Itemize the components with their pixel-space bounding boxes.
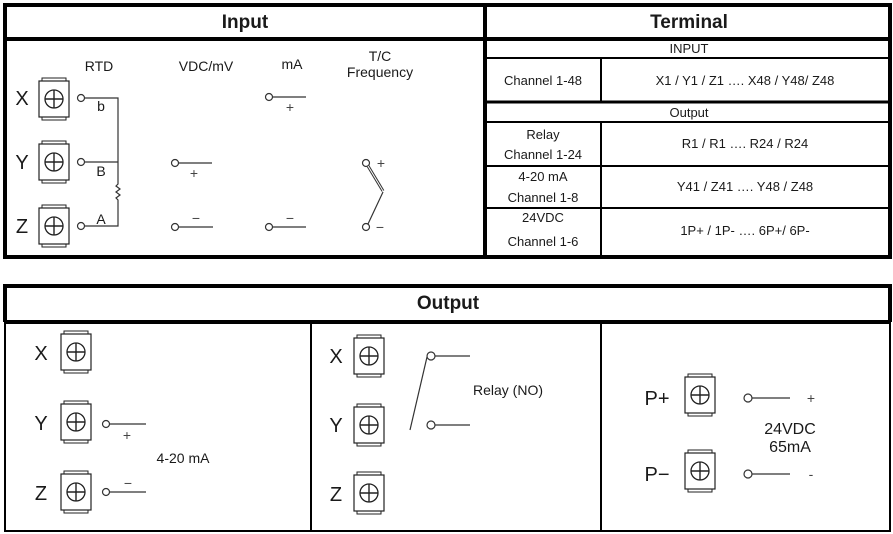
resistor-icon xyxy=(85,162,121,227)
plus-sign: + xyxy=(286,99,294,115)
terminal-block-icon xyxy=(60,400,92,444)
terminal-x-label: X xyxy=(329,346,342,368)
terminal-p-plus-label: P+ xyxy=(644,388,669,410)
terminal-panel-title: Terminal xyxy=(650,12,728,33)
terminal-z-label: Z xyxy=(16,216,28,238)
rtd-wire-B-label: B xyxy=(96,163,105,179)
power-voltage-label: 24VDC xyxy=(764,421,816,438)
ma-output-channel-range: Channel 1-8 xyxy=(508,190,579,205)
power-current-label: 65mA xyxy=(769,439,811,456)
frequency-column-label: Frequency xyxy=(347,64,413,80)
terminal-block-icon xyxy=(353,471,385,515)
terminal-x-label: X xyxy=(34,343,47,365)
relay-output-panel: X Y Z Relay (NO) xyxy=(329,334,543,515)
terminal-block-icon xyxy=(684,449,716,493)
relay-channel-range: Channel 1-24 xyxy=(504,147,582,162)
terminal-z-label: Z xyxy=(330,484,342,506)
vdc-channel-range: Channel 1-6 xyxy=(508,234,579,249)
vdc-mv-wiring xyxy=(170,158,213,232)
minus-sign: − xyxy=(124,475,132,491)
power-output-panel: P+ P− + - 24VDC 65mA xyxy=(644,373,816,493)
terminal-x-label: X xyxy=(15,88,28,110)
relay-terminals: R1 / R1 …. R24 / R24 xyxy=(682,136,808,151)
output-panel-title: Output xyxy=(417,293,480,314)
plus-sign: + xyxy=(377,155,385,171)
relay-contact-icon xyxy=(409,351,470,431)
ma-output-terminals: Y41 / Z41 …. Y48 / Z48 xyxy=(677,179,813,194)
terminal-row-24vdc: 24VDC Channel 1-6 1P+ / 1P- …. 6P+/ 6P- xyxy=(508,210,810,249)
terminal-block-icon xyxy=(60,330,92,374)
minus-sign: - xyxy=(809,466,814,482)
relay-output-label: Relay (NO) xyxy=(473,382,543,398)
terminal-z-label: Z xyxy=(35,483,47,505)
analog-output-label: 4-20 mA xyxy=(157,450,211,466)
minus-sign: − xyxy=(376,219,384,235)
vdc-mv-column-label: VDC/mV xyxy=(179,58,234,74)
terminal-block-icon xyxy=(38,204,70,248)
thermocouple-icon xyxy=(361,158,385,232)
terminal-block-icon xyxy=(38,140,70,184)
minus-sign: − xyxy=(192,210,200,226)
relay-channel-label: Relay xyxy=(526,127,560,142)
terminal-input-channel: Channel 1-48 xyxy=(504,73,582,88)
plus-sign: + xyxy=(807,390,815,406)
terminal-block-icon xyxy=(60,470,92,514)
terminal-output-header: Output xyxy=(669,105,708,120)
terminal-y-label: Y xyxy=(15,152,28,174)
terminal-panel: Terminal INPUT Channel 1-48 X1 / Y1 / Z1… xyxy=(485,12,890,257)
terminal-y-label: Y xyxy=(329,415,342,437)
terminal-p-minus-label: P− xyxy=(644,464,669,486)
tc-column-label: T/C xyxy=(369,48,392,64)
rtd-column-label: RTD xyxy=(85,58,114,74)
minus-sign: − xyxy=(286,210,294,226)
vdc-terminals: 1P+ / 1P- …. 6P+/ 6P- xyxy=(680,223,809,238)
ma-output-channel-label: 4-20 mA xyxy=(518,169,567,184)
terminal-y-label: Y xyxy=(34,413,47,435)
ma-column-label: mA xyxy=(282,56,304,72)
rtd-wire-A-label: A xyxy=(96,211,106,227)
terminal-block-icon xyxy=(353,403,385,447)
top-section-frame xyxy=(3,3,892,259)
ma-wiring xyxy=(264,92,306,232)
rtd-wire-b-label: b xyxy=(97,98,105,114)
input-panel-title: Input xyxy=(222,12,269,33)
terminal-block-icon xyxy=(684,373,716,417)
vdc-channel-label: 24VDC xyxy=(522,210,564,225)
output-section-frame xyxy=(3,284,892,532)
terminal-block-icon xyxy=(38,77,70,121)
plus-sign: + xyxy=(190,165,198,181)
analog-output-panel: X Y Z + − 4-20 mA xyxy=(34,330,211,514)
input-panel: Input RTD VDC/mV mA T/C Frequency X Y Z … xyxy=(15,12,413,248)
rtd-wiring xyxy=(76,93,121,231)
terminal-row-relay: Relay Channel 1-24 R1 / R1 …. R24 / R24 xyxy=(504,127,808,162)
terminal-row-4-20ma: 4-20 mA Channel 1-8 Y41 / Z41 …. Y48 / Z… xyxy=(508,169,814,205)
terminal-input-header: INPUT xyxy=(670,41,709,56)
terminal-input-range: X1 / Y1 / Z1 …. X48 / Y48/ Z48 xyxy=(656,73,835,88)
plus-sign: + xyxy=(123,427,131,443)
terminal-block-icon xyxy=(353,334,385,378)
